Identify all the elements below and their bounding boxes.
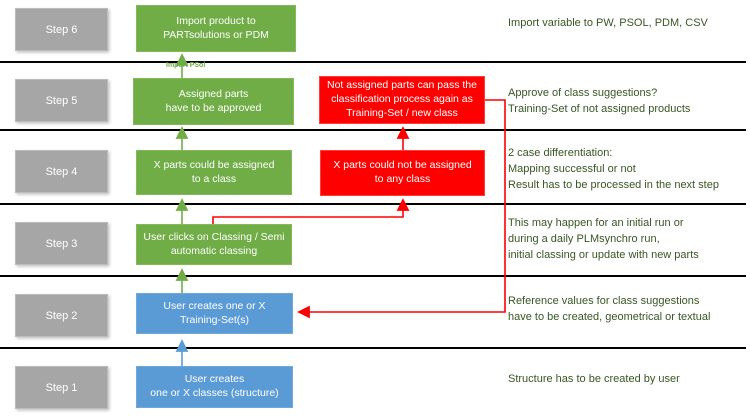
step-label-4: Step 4 — [15, 150, 108, 193]
flow-box-step4-assigned: X parts could be assigned to a class — [136, 150, 292, 195]
row-divider — [0, 275, 746, 277]
step-label-3: Step 3 — [15, 222, 108, 265]
flow-box-step4-not-assigned: X parts could not be assigned to any cla… — [320, 150, 485, 196]
annotation-step4: 2 case differentiation: Mapping successf… — [508, 147, 719, 191]
row-divider — [0, 61, 746, 63]
connector-step5red-to-step2 — [297, 99, 506, 319]
step-label-6: Step 6 — [15, 8, 108, 51]
step-label-2: Step 2 — [15, 294, 108, 337]
import-psol-label: Import PSol — [166, 62, 206, 69]
row-divider — [0, 347, 746, 349]
annotation-step3: This may happen for an initial run or du… — [508, 217, 699, 261]
step-label-1: Step 1 — [15, 366, 108, 409]
annotation-step1: Structure has to be created by user — [508, 373, 680, 385]
flow-box-step5-not-assigned: Not assigned parts can pass the classifi… — [319, 76, 485, 124]
flow-box-step5-approved: Assigned parts have to be approved — [133, 78, 294, 125]
flow-box-step3-classing: User clicks on Classing / Semi automatic… — [136, 224, 292, 265]
annotation-step2: Reference values for class suggestions h… — [508, 295, 711, 323]
row-divider — [0, 129, 746, 131]
row-divider — [0, 203, 746, 205]
annotation-step6: Import variable to PW, PSOL, PDM, CSV — [508, 17, 708, 29]
flow-box-step6-import: Import product to PARTsolutions or PDM — [136, 5, 296, 52]
flow-box-step1-classes: User creates one or X classes (structure… — [136, 366, 293, 408]
annotation-step5: Approve of class suggestions? Training-S… — [508, 87, 691, 115]
flow-box-step2-trainingset: User creates one or X Training-Set(s) — [136, 293, 293, 334]
step-label-5: Step 5 — [15, 79, 108, 122]
